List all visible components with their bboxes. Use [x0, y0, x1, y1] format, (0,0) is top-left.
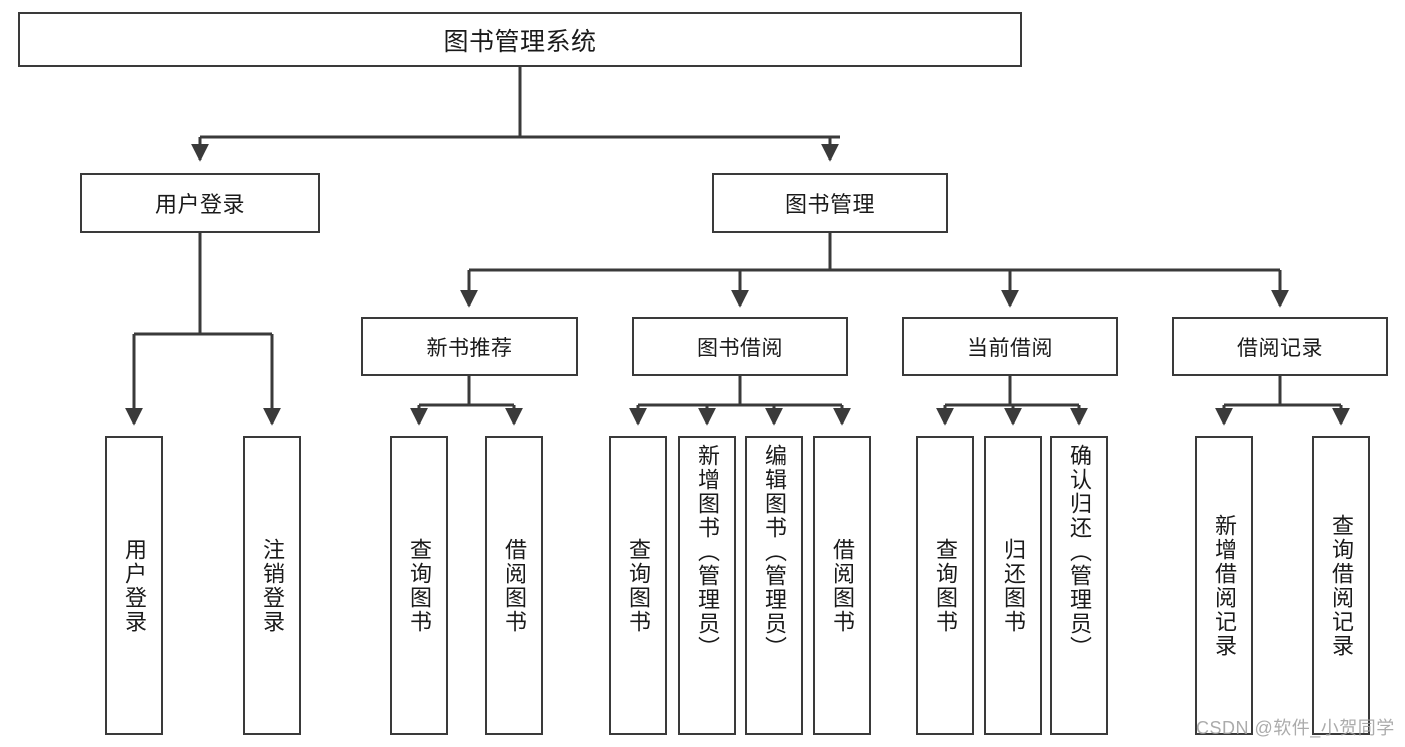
node-label: 查询图书: [932, 537, 958, 634]
node-label: 归还图书: [1000, 537, 1026, 634]
leaf-borrow-book-recommend[interactable]: 借阅图书: [485, 436, 543, 735]
leaf-add-borrow-record[interactable]: 新增借阅记录: [1195, 436, 1253, 735]
node-label: 查询借阅记录: [1328, 513, 1354, 658]
node-label: 注销登录: [259, 537, 285, 634]
node-label: 新增图书（管理员）: [694, 444, 720, 660]
leaf-edit-book-admin[interactable]: 编辑图书（管理员）: [745, 436, 803, 735]
node-label: 当前借阅: [967, 336, 1053, 360]
leaf-query-book-current[interactable]: 查询图书: [916, 436, 974, 735]
leaf-confirm-return-admin[interactable]: 确认归还（管理员）: [1050, 436, 1108, 735]
node-book-borrow[interactable]: 图书借阅: [632, 317, 848, 376]
node-user-login[interactable]: 用户登录: [80, 173, 320, 233]
node-label: 新书推荐: [426, 336, 513, 360]
node-label: 确认归还（管理员）: [1066, 444, 1092, 660]
node-label: 图书借阅: [697, 336, 783, 360]
node-borrow-record[interactable]: 借阅记录: [1172, 317, 1388, 376]
leaf-query-book-borrow[interactable]: 查询图书: [609, 436, 667, 735]
csdn-watermark: CSDN @软件_小贺同学: [1196, 718, 1395, 738]
leaf-logout[interactable]: 注销登录: [243, 436, 301, 735]
node-label: 查询图书: [406, 537, 432, 634]
node-new-book-recommend[interactable]: 新书推荐: [361, 317, 578, 376]
node-label: 用户登录: [154, 192, 245, 217]
leaf-return-book[interactable]: 归还图书: [984, 436, 1042, 735]
node-label: 图书管理系统: [443, 27, 597, 56]
node-book-management[interactable]: 图书管理: [712, 173, 948, 233]
leaf-user-login[interactable]: 用户登录: [105, 436, 163, 735]
node-label: 图书管理: [784, 192, 875, 217]
leaf-query-book-recommend[interactable]: 查询图书: [390, 436, 448, 735]
node-current-borrow[interactable]: 当前借阅: [902, 317, 1118, 376]
node-label: 查询图书: [625, 537, 651, 634]
node-label: 新增借阅记录: [1211, 513, 1237, 658]
leaf-add-book-admin[interactable]: 新增图书（管理员）: [678, 436, 736, 735]
node-label: 借阅图书: [829, 537, 855, 634]
leaf-borrow-book[interactable]: 借阅图书: [813, 436, 871, 735]
leaf-query-borrow-record[interactable]: 查询借阅记录: [1312, 436, 1370, 735]
node-label: 用户登录: [121, 537, 147, 634]
node-label: 编辑图书（管理员）: [761, 444, 787, 660]
node-root-system[interactable]: 图书管理系统: [18, 12, 1022, 67]
node-label: 借阅图书: [501, 537, 527, 634]
node-label: 借阅记录: [1237, 336, 1323, 360]
